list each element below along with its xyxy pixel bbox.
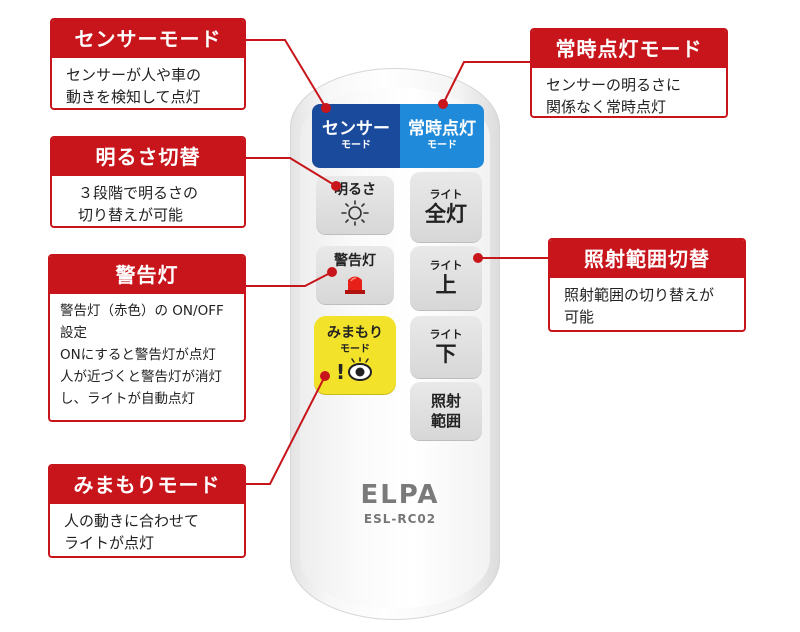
brand-logo: ELPA (360, 480, 440, 510)
light-up-sub: ライト (429, 259, 463, 272)
callout-watch-mode-body: 人の動きに合わせて ライトが点灯 (50, 504, 244, 556)
warning-lamp-button[interactable]: 警告灯 (316, 246, 394, 304)
callout-watch-mode: みまもりモード 人の動きに合わせて ライトが点灯 (48, 464, 246, 558)
callout-sensor-mode-title: センサーモード (52, 20, 244, 58)
always-on-button[interactable]: 常時点灯 モード (400, 104, 484, 168)
watch-mode-label: みまもり (327, 325, 383, 341)
callout-text-line: 設定 (60, 325, 87, 341)
callout-watch-mode-title: みまもりモード (50, 466, 244, 504)
watch-mode-button[interactable]: みまもり モード ! (314, 316, 396, 394)
always-on-label: 常時点灯 (408, 119, 476, 139)
always-on-sub: モード (427, 140, 457, 151)
warning-lamp-label: 警告灯 (334, 253, 376, 269)
callout-text-line: し、ライトが自動点灯 (60, 391, 195, 407)
callout-text-line: センサーが人や車の (66, 66, 202, 84)
callout-warning-lamp: 警告灯 警告灯（赤色）の ON/OFF 設定 ONにすると警告灯が点灯 人が近づ… (48, 254, 246, 422)
brightness-label: 明るさ (334, 182, 376, 198)
callout-range-title: 照射範囲切替 (550, 240, 744, 278)
callout-always-on: 常時点灯モード センサーの明るさに 関係なく常時点灯 (530, 28, 728, 118)
callout-text-line: ライトが点灯 (64, 534, 155, 552)
callout-sensor-mode: センサーモード センサーが人や車の 動きを検知して点灯 (50, 18, 246, 110)
callout-brightness: 明るさ切替 ３段階で明るさの 切り替えが可能 (50, 136, 246, 228)
warning-lamp-icon (340, 271, 370, 299)
callout-always-on-title: 常時点灯モード (532, 30, 726, 68)
callout-text-line: ３段階で明るさの (78, 184, 199, 202)
callout-text-line: ONにすると警告灯が点灯 (60, 347, 216, 363)
range-button[interactable]: 照射 範囲 (410, 382, 482, 440)
callout-text-line: 可能 (564, 308, 595, 326)
svg-text:!: ! (336, 360, 345, 383)
callout-text-line: 人の動きに合わせて (64, 512, 200, 530)
callout-text-line: 切り替えが可能 (78, 206, 184, 224)
light-all-button[interactable]: ライト 全灯 (410, 172, 482, 242)
model-number: ESL-RC02 (363, 512, 437, 526)
callout-warning-lamp-title: 警告灯 (50, 256, 244, 294)
light-down-button[interactable]: ライト 下 (410, 316, 482, 378)
callout-text-line: 動きを検知して点灯 (66, 88, 201, 106)
light-all-label: 全灯 (425, 202, 467, 226)
callout-text-line: センサーの明るさに (546, 76, 682, 94)
range-label-2: 範囲 (430, 412, 461, 430)
watch-mode-sub: モード (340, 344, 370, 355)
light-up-label: 上 (435, 273, 457, 297)
callout-text-line: 照射範囲の切り替えが (564, 286, 715, 304)
callout-range-body: 照射範囲の切り替えが 可能 (550, 278, 744, 330)
range-label-1: 照射 (430, 392, 461, 410)
light-down-sub: ライト (429, 328, 463, 341)
sensor-mode-sub: モード (341, 140, 371, 151)
callout-text-line: 警告灯（赤色）の ON/OFF (60, 303, 224, 319)
callout-text-line: 人が近づくと警告灯が消灯 (60, 369, 222, 385)
brightness-button[interactable]: 明るさ (316, 176, 394, 234)
light-down-label: 下 (435, 342, 457, 366)
sun-icon (339, 200, 371, 230)
callout-warning-lamp-body: 警告灯（赤色）の ON/OFF 設定 ONにすると警告灯が点灯 人が近づくと警告… (50, 294, 244, 416)
sensor-mode-button[interactable]: センサー モード (312, 104, 400, 168)
light-all-sub: ライト (429, 188, 463, 201)
light-up-button[interactable]: ライト 上 (410, 246, 482, 310)
eye-icon: ! (332, 357, 378, 387)
callout-sensor-mode-body: センサーが人や車の 動きを検知して点灯 (52, 58, 244, 108)
callout-text-line: 関係なく常時点灯 (546, 98, 667, 116)
callout-brightness-title: 明るさ切替 (52, 138, 244, 176)
sensor-mode-label: センサー (322, 119, 390, 139)
callout-range: 照射範囲切替 照射範囲の切り替えが 可能 (548, 238, 746, 332)
callout-always-on-body: センサーの明るさに 関係なく常時点灯 (532, 68, 726, 116)
callout-brightness-body: ３段階で明るさの 切り替えが可能 (52, 176, 244, 226)
